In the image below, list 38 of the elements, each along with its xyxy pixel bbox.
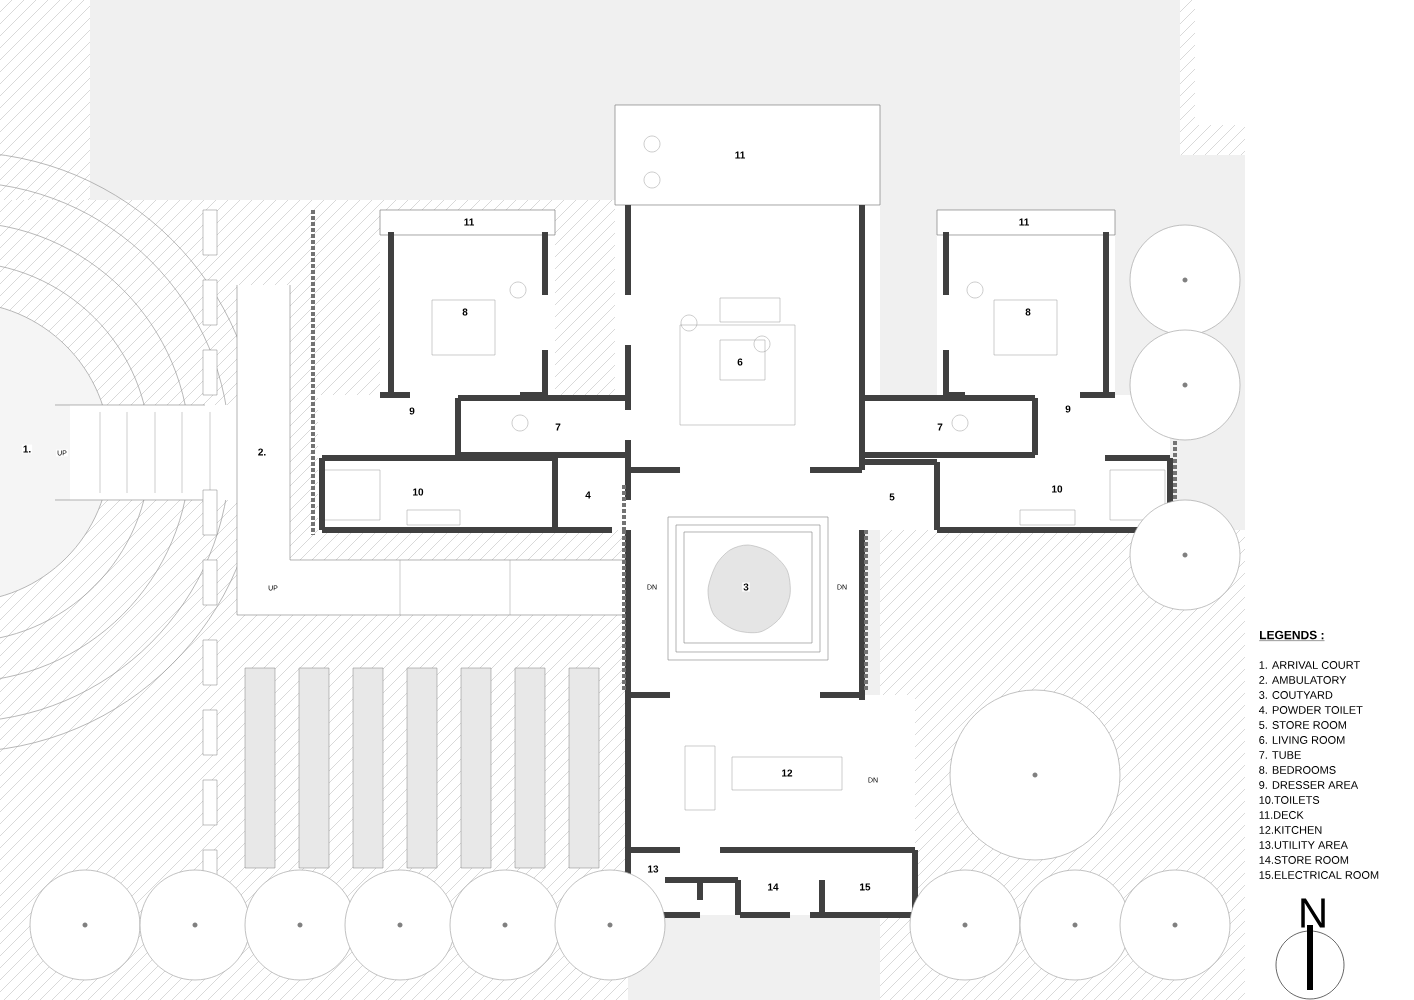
room-number: 12 [780, 768, 794, 778]
legend-item: 7. TUBE [1259, 751, 1301, 759]
room-number: 1. [21, 444, 33, 454]
legend-item: 9. DRESSER AREA [1259, 781, 1359, 789]
legend-item: 3. COUTYARD [1259, 691, 1333, 699]
room-number: 15 [858, 882, 872, 892]
legend-item: 4. POWDER TOILET [1258, 706, 1363, 714]
legend-heading: LEGENDS : [1259, 630, 1325, 641]
legend-item: 8. BEDROOMS [1259, 766, 1336, 774]
room-number: 8 [461, 307, 469, 317]
legend-item: 12.KITCHEN [1259, 826, 1322, 834]
legend-item: 10.TOILETS [1259, 796, 1320, 804]
room-number: 7 [936, 422, 944, 432]
north-label: N [1301, 898, 1325, 928]
room-number: 6 [736, 357, 744, 367]
room-number: 5 [888, 492, 896, 502]
legend-item: 13.UTILITY AREA [1259, 841, 1348, 849]
room-number: 4 [584, 490, 592, 500]
legend-item: 1. ARRIVAL COURT [1259, 661, 1360, 669]
room-number: 10 [1050, 484, 1064, 494]
room-number: 14 [766, 882, 780, 892]
room-number: 3 [742, 582, 750, 592]
room-number: 11 [733, 150, 747, 160]
legend-item: 2. AMBULATORY [1259, 676, 1347, 684]
legend-item: 14.STORE ROOM [1259, 856, 1349, 864]
room-number: 10 [411, 487, 425, 497]
legend-item: 6. LIVING ROOM [1259, 736, 1345, 744]
room-number: 13 [646, 864, 660, 874]
legend-item: 11.DECK [1259, 811, 1304, 819]
legend-item: 5. STORE ROOM [1259, 721, 1346, 729]
room-number: 7 [554, 422, 562, 432]
room-number: 11 [1017, 217, 1031, 227]
room-number: 9 [408, 406, 416, 416]
room-number: 11 [462, 217, 476, 227]
room-number: 8 [1024, 307, 1032, 317]
room-number: 2. [256, 447, 268, 457]
legend-item: 15.ELECTRICAL ROOM [1259, 871, 1379, 879]
room-number: 9 [1064, 404, 1072, 414]
